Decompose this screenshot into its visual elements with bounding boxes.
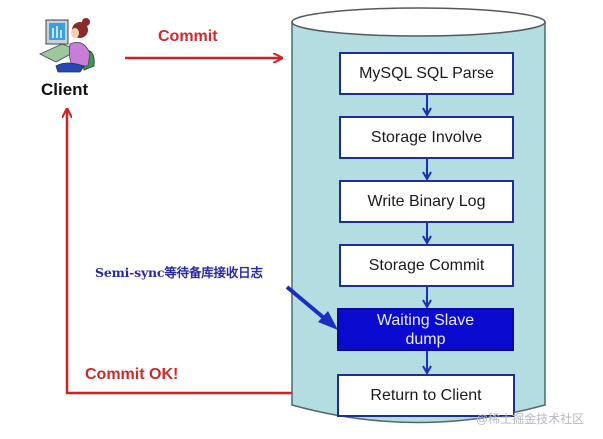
person-at-computer-icon: [39, 18, 95, 73]
step-storage-involve: Storage Involve: [339, 116, 514, 159]
commit-ok-arrow: [67, 110, 292, 395]
step-mysql-sql-parse: MySQL SQL Parse: [339, 52, 514, 95]
step-write-binary-log: Write Binary Log: [339, 180, 514, 223]
semi-sync-annotation: Semi-sync等待备库接收日志: [95, 265, 263, 280]
commit-ok-label: Commit OK!: [85, 366, 179, 383]
commit-label: Commit: [158, 28, 218, 45]
watermark: @稀土掘金技术社区: [476, 412, 585, 426]
step-storage-commit: Storage Commit: [339, 244, 514, 287]
step-waiting-slave-dump: Waiting Slave dump: [337, 308, 514, 351]
annotation-arrow: [285, 285, 338, 330]
step-return-to-client: Return to Client: [337, 374, 515, 417]
client-label: Client: [41, 80, 89, 99]
